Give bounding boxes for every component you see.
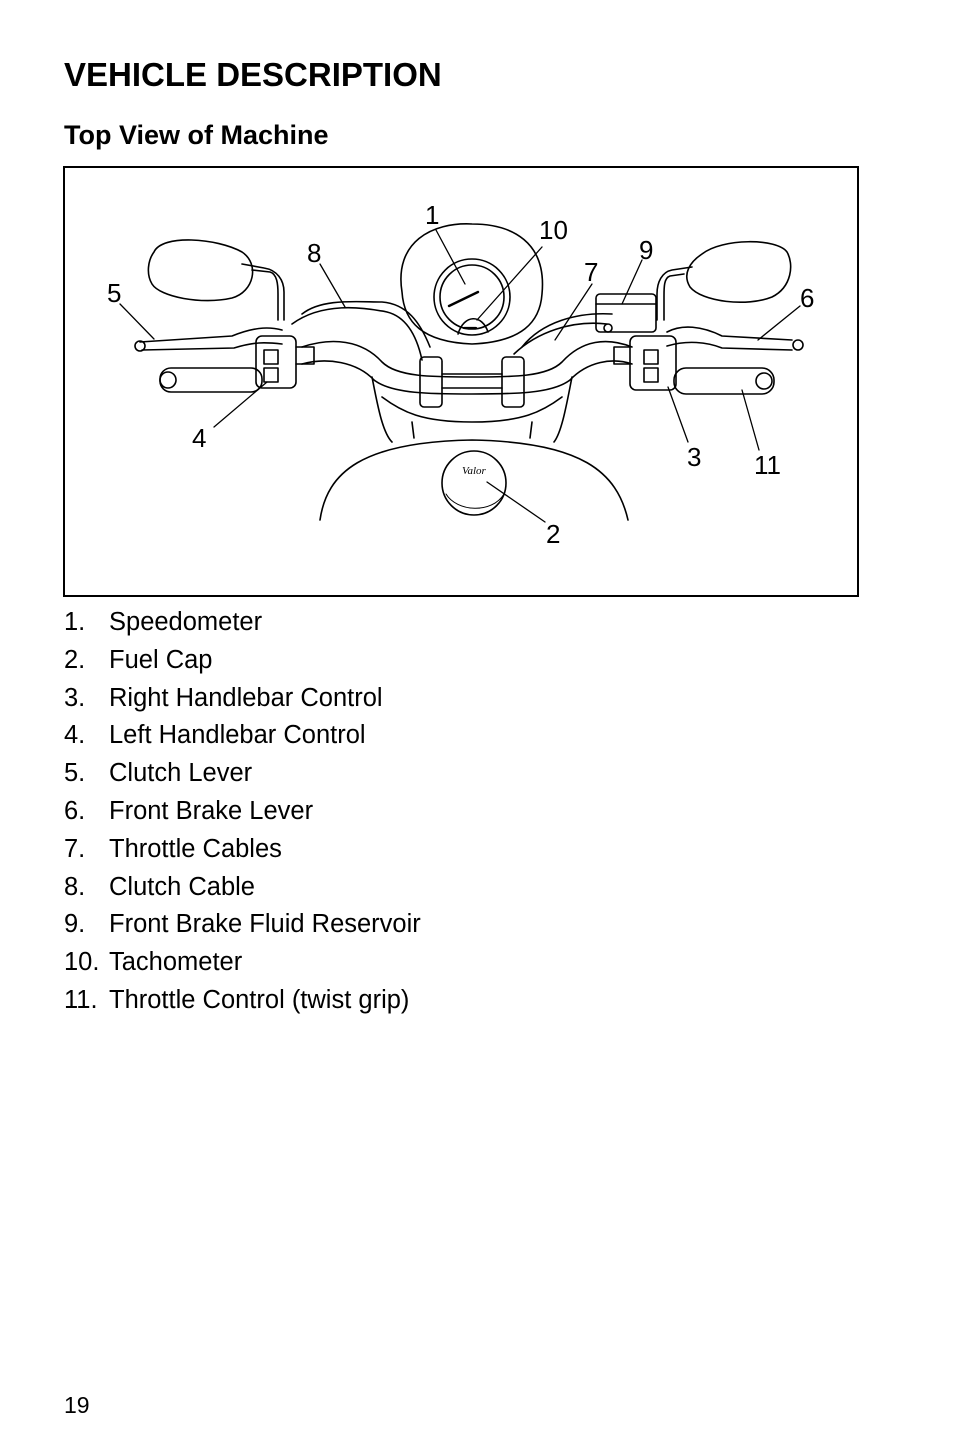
left-mirror-drawing [147, 239, 285, 321]
legend-label: Throttle Cables [109, 834, 282, 863]
legend-number: 9. [64, 910, 86, 939]
legend-label: Front Brake Fluid Reservoir [109, 910, 421, 939]
legend-item: 2. Fuel Cap [64, 644, 421, 682]
legend-item: 3. Right Handlebar Control [64, 682, 421, 720]
callout-7: 7 [584, 257, 598, 287]
callout-3: 3 [687, 442, 701, 472]
callout-10: 10 [539, 215, 568, 245]
legend-item: 5. Clutch Lever [64, 757, 421, 795]
tank-logo-text: Valor [462, 465, 487, 477]
legend-number: 8. [64, 872, 86, 901]
callout-11: 11 [754, 450, 781, 480]
callout-2: 2 [546, 519, 560, 549]
legend-number: 2. [64, 645, 86, 674]
legend-number: 11. [64, 985, 98, 1014]
legend-number: 1. [64, 608, 86, 636]
gauge-cluster-drawing [400, 223, 544, 345]
page-title: VEHICLE DESCRIPTION [64, 56, 442, 93]
legend-number: 10. [64, 948, 100, 977]
section-heading: Top View of Machine [64, 120, 329, 150]
legend-number: 4. [64, 721, 86, 750]
legend-label: Front Brake Lever [109, 796, 314, 825]
legend-item: 7. Throttle Cables [64, 833, 421, 871]
handlebar-illustration: Valor 1 10 9 7 8 5 6 4 3 11 2 [107, 200, 814, 549]
legend-item: 8. Clutch Cable [64, 871, 421, 909]
legend-number: 6. [64, 796, 86, 825]
fuel-tank-drawing: Valor [319, 421, 629, 521]
left-grip-drawing [134, 327, 315, 393]
callout-1: 1 [425, 200, 439, 230]
legend-item: 10. Tachometer [64, 946, 421, 984]
cables-drawing [291, 300, 613, 361]
legend-item: 1. Speedometer [64, 606, 421, 644]
legend-number: 5. [64, 759, 86, 788]
legend-item: 11. Throttle Control (twist grip) [64, 984, 421, 1022]
leader-lines [119, 229, 801, 523]
legend-label: Speedometer [109, 608, 263, 636]
legend-number: 7. [64, 834, 86, 863]
legend-item: 6. Front Brake Lever [64, 795, 421, 833]
legend-label: Throttle Control (twist grip) [109, 985, 410, 1014]
page-number: 19 [64, 1392, 90, 1418]
callout-5: 5 [107, 278, 121, 308]
legend-label: Tachometer [109, 948, 243, 977]
right-grip-drawing [595, 293, 804, 395]
legend-item: 9. Front Brake Fluid Reservoir [64, 908, 421, 946]
legend-item: 4. Left Handlebar Control [64, 719, 421, 757]
legend-label: Clutch Lever [109, 759, 253, 788]
legend-number: 3. [64, 683, 86, 712]
legend-label: Right Handlebar Control [109, 683, 383, 712]
legend-label: Left Handlebar Control [109, 721, 366, 750]
legend-label: Fuel Cap [109, 645, 213, 674]
callout-6: 6 [800, 283, 814, 313]
machine-diagram-frame: Valor 1 10 9 7 8 5 6 4 3 11 2 [63, 166, 859, 597]
callout-8: 8 [307, 238, 321, 268]
parts-legend: 1. Speedometer 2. Fuel Cap 3. Right Handleb… [64, 606, 421, 1022]
right-mirror-drawing [656, 240, 792, 321]
handlebar-drawing [301, 340, 633, 443]
callout-9: 9 [639, 235, 653, 265]
callout-4: 4 [192, 423, 206, 453]
legend-label: Clutch Cable [109, 872, 255, 901]
